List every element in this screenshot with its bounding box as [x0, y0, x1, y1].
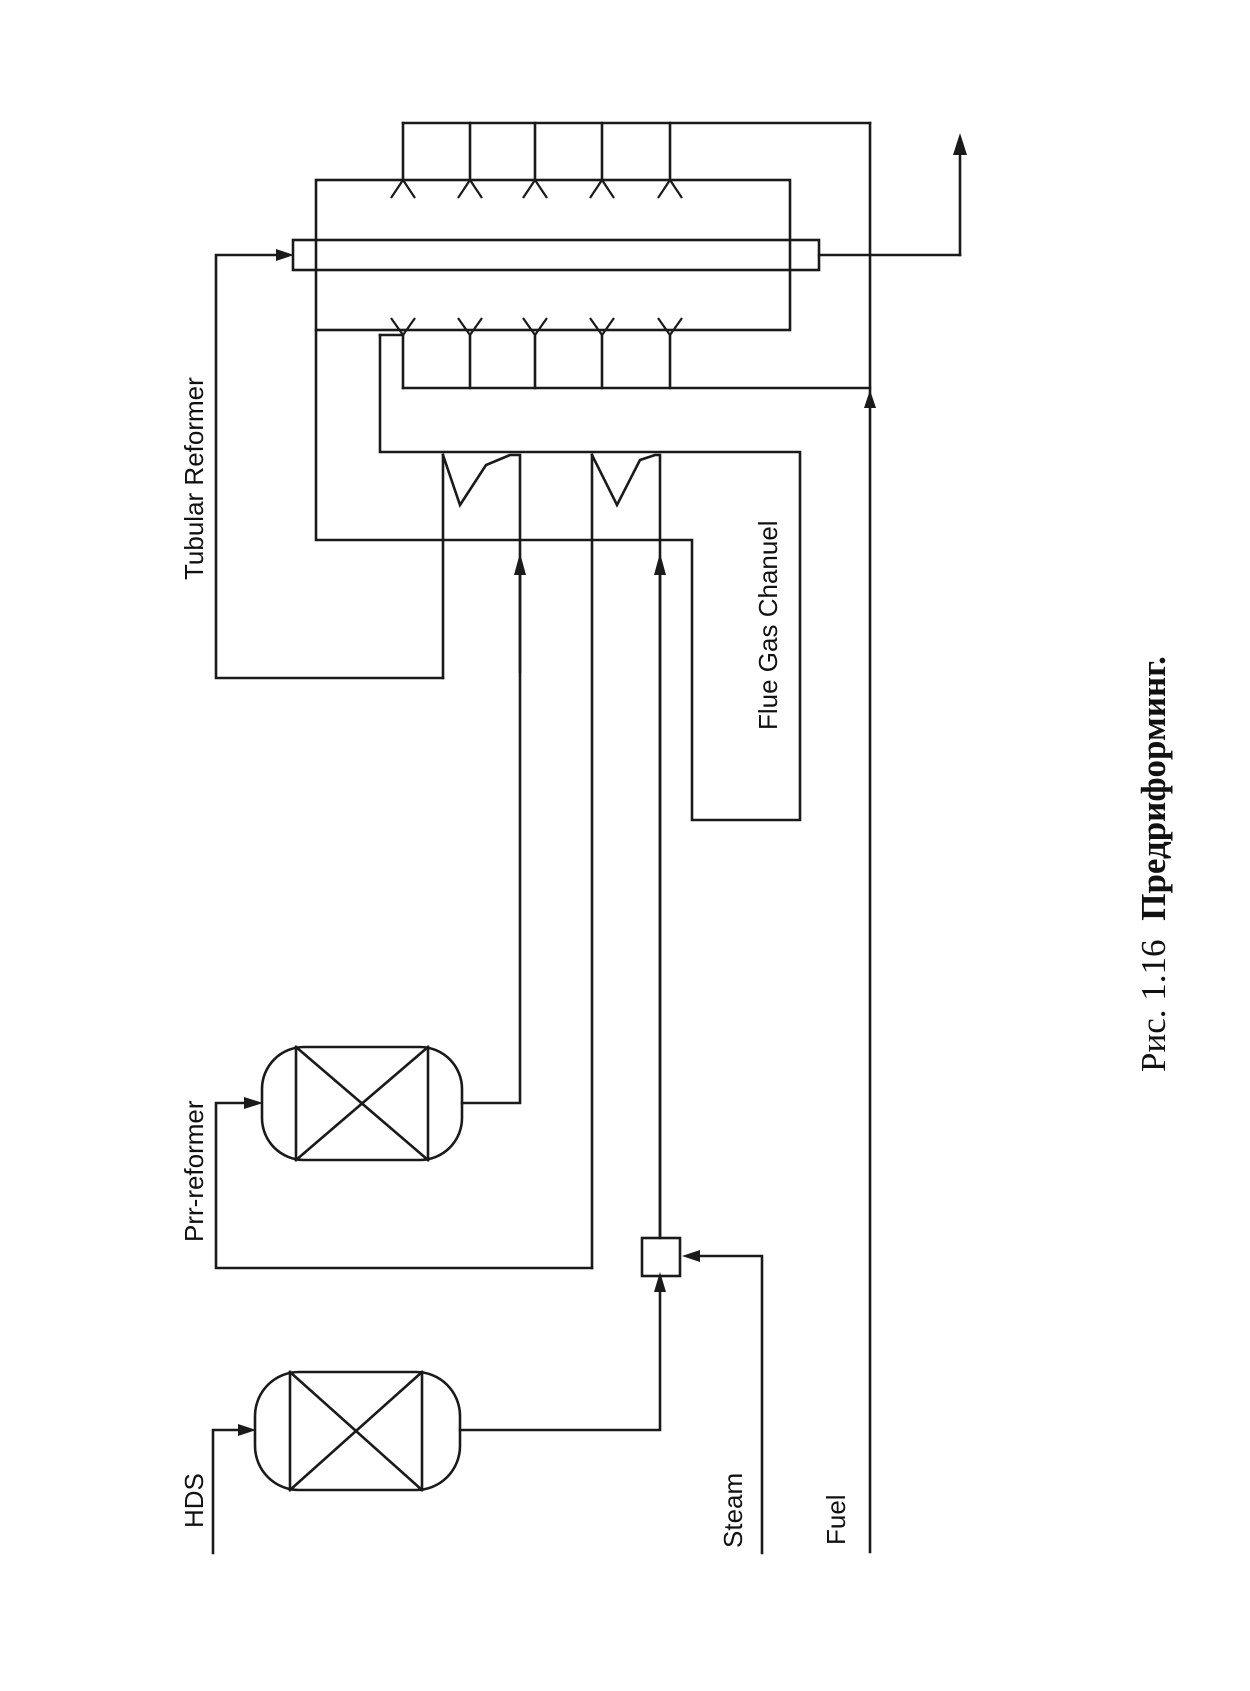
pre-reformer-outlet-line	[460, 553, 526, 1105]
convection-coil-1	[441, 453, 522, 680]
hds-feed-line	[211, 1424, 256, 1555]
steam-label: Steam	[718, 1473, 748, 1548]
figure-caption-prefix: Рис. 1.16	[1134, 940, 1173, 1072]
pre-reformer-feed-arrow	[244, 1097, 263, 1109]
steam-arrow	[682, 1250, 700, 1262]
mixer-inlet-arrow	[654, 1272, 666, 1292]
pre-reformer-label: Prr-reformer	[179, 1100, 209, 1242]
flue-gas-channel	[314, 328, 802, 822]
tubular-reformer-label: Tubular Reformer	[179, 377, 209, 580]
reformer-furnace-box	[314, 178, 792, 332]
top-burner-header	[390, 121, 683, 199]
convection-coil-2	[590, 453, 662, 1270]
pre-reformer-feed-line	[214, 1097, 594, 1270]
pre-reformer-vessel	[260, 1045, 464, 1162]
hds-outlet-line	[458, 1272, 666, 1432]
bottom-burner-header	[378, 317, 683, 390]
reformer-inlet-arrow	[276, 249, 294, 261]
reformer-outlet	[817, 133, 967, 257]
reformer-tube	[291, 238, 821, 272]
fuel-line	[401, 121, 876, 1554]
hds-vessel	[253, 1370, 462, 1492]
tubular-reformer	[291, 121, 967, 390]
coil-2-inlet-arrow	[654, 553, 666, 575]
mixer-box	[640, 1236, 682, 1278]
coil-1-inlet-arrow	[514, 553, 526, 575]
fuel-label: Fuel	[821, 1494, 851, 1545]
flue-gas-channel-label: Flue Gas Chanuel	[753, 520, 783, 730]
fuel-line-arrow	[864, 390, 876, 408]
outlet-arrow	[953, 133, 967, 155]
figure-caption-title: Предриформинг.	[1134, 656, 1173, 921]
hds-feed-arrow	[238, 1424, 256, 1436]
mixer-outlet-line	[654, 553, 666, 1240]
reformer-feed-line	[214, 249, 445, 680]
figure-caption: Рис. 1.16 Предриформинг.	[1134, 656, 1173, 1072]
hds-label: HDS	[179, 1473, 209, 1528]
